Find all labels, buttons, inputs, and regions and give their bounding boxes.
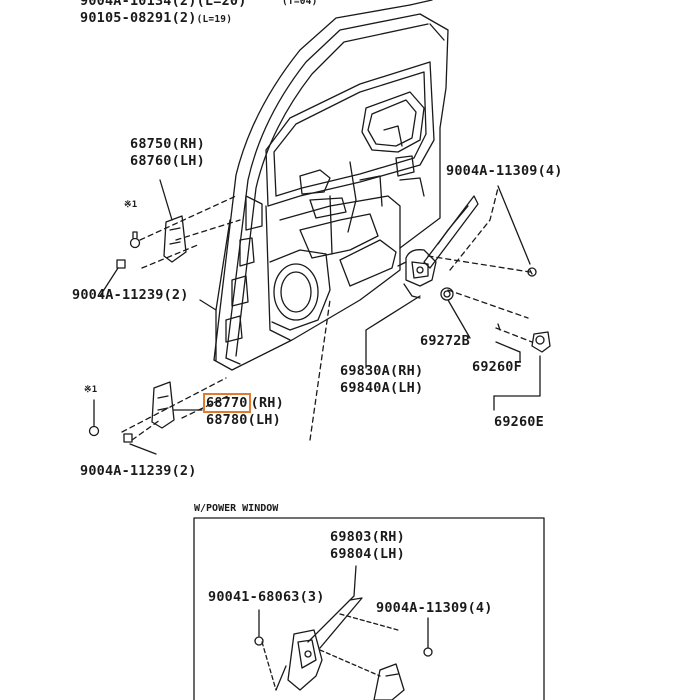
label-note-mark-lower: ※1 (84, 385, 98, 395)
power-window-regulator-drawing (254, 565, 433, 700)
label-regulator-rh: 69830A(RH) (340, 363, 424, 379)
label-upper-hinge-lh: 68760(LH) (130, 153, 205, 169)
label-note-mark-upper: ※1 (124, 200, 138, 210)
label-leaders (99, 185, 537, 455)
clip-69260f (493, 323, 551, 411)
label-lower-hinge-lh: 68780(LH) (206, 412, 281, 428)
label-part-69260f: 69260F (472, 359, 522, 375)
label-bolt-regulator-11309: 9004A-11309(4) (446, 163, 563, 179)
upper-hinge-part (116, 179, 187, 269)
label-section-regulator-rh: 69803(RH) (330, 529, 405, 545)
rear-door-panel (213, 0, 449, 371)
power-window-section-frame (193, 517, 545, 700)
label-bolt-90105: 90105-08291(2)(L=19) (80, 10, 233, 26)
label-bolt-partial-top: 9004A-10134(2)(L=20) (80, 0, 247, 9)
label-part-69272b: 69272B (420, 333, 470, 349)
label-partial-top-right: (T=04) (282, 0, 318, 7)
section-title-power-window: W/POWER WINDOW (194, 503, 279, 514)
label-section-bolt-90041: 90041-68063(3) (208, 589, 325, 605)
highlighted-part-68770[interactable]: 68770 (203, 393, 251, 413)
label-lower-hinge-rh: 68770(RH) (203, 393, 284, 413)
lower-hinge-part (88, 381, 203, 443)
label-part-69260e: 69260E (494, 414, 544, 430)
guide-lines (199, 219, 231, 361)
label-section-bolt-11309: 9004A-11309(4) (376, 600, 493, 616)
label-bolt-upper-11239: 9004A-11239(2) (72, 287, 189, 303)
label-bolt-lower-11239: 9004A-11239(2) (80, 463, 197, 479)
regulator-assembly (365, 195, 479, 369)
label-upper-hinge-rh: 68750(RH) (130, 136, 205, 152)
label-section-regulator-lh: 69804(LH) (330, 546, 405, 562)
label-regulator-lh: 69840A(LH) (340, 380, 424, 396)
